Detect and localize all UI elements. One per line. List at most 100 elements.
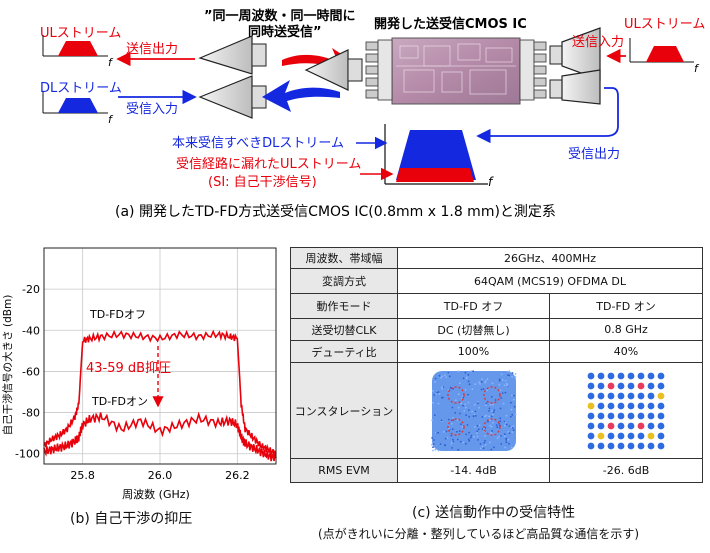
constellation-on-point [637,402,645,409]
constellation-off-point [440,418,442,421]
constellation-off-point [473,382,476,385]
caption-b: (b) 自己干渉の抑圧 [70,511,193,527]
plot-frame [43,247,277,465]
constellation-off-point [466,373,469,376]
constellation-off-point [467,401,469,403]
constellation-off-point [505,423,508,425]
constellation-off-point [492,410,495,413]
constellation-off-point [489,431,492,434]
constellation-on-point [617,432,625,439]
constellation-off-point [469,369,472,372]
constellation-off-point [433,448,436,451]
dl-stream-left-spectrum: f [42,92,114,126]
constellation-on-point [587,422,595,429]
constellation-off-point [506,438,509,441]
constellation-off-point [511,371,513,374]
constellation-on-point [637,382,645,389]
ul-stream-right-spectrum: f [629,38,700,75]
rx-input-label: 受信入力 [126,102,178,117]
series-line-off [43,329,277,456]
dl-expected-label: 本来受信すべきDLストリーム [172,136,344,151]
value-on: -26. 6dB [548,458,704,483]
chip-connectors-right [519,39,547,101]
constellation-off-point [464,433,467,435]
constellation-off-point [505,414,507,417]
constellation-off-point [447,427,450,430]
constellation-off-point [479,442,481,445]
constellation-off-point [488,424,491,426]
constellation-off-point [511,426,514,429]
table-row: コンスタレーション [290,362,704,459]
constellation-off-point [505,382,508,385]
y-tick-label: -20 [22,283,40,296]
constellation-on-point [587,442,595,449]
y-axis-label: 自己干渉信号の大きさ (dBm) [1,295,14,436]
constellation-off-point [464,413,467,416]
table-row: デューティ比 100% 40% [290,340,704,363]
value-on: TD-FD オン [548,293,704,319]
rx-output-label: 受信出力 [568,147,620,162]
row-value: 26GHz、400MHz [396,247,704,269]
constellation-off-point [490,415,493,417]
constellation-on-point [627,422,635,429]
value-off: -14. 4dB [397,458,550,483]
constellation-off-point [496,436,498,439]
constellation-off-point [492,408,495,411]
constellation-off-point [449,434,452,436]
constellation-off-point [464,406,467,408]
table-row: 送受切替CLK DC (切替無し) 0.8 GHz [290,318,704,341]
constellation-off-point [434,377,437,379]
constellation-off-point [451,440,454,442]
ul-leaked-label: 受信経路に漏れたULストリーム [176,156,361,172]
constellation-off-point [472,435,475,438]
constellation-off-point [461,396,464,399]
constellation-on-cell [548,362,704,459]
constellation-off-point [464,371,466,374]
constellation-off-point [462,376,464,379]
constellation-off-point [467,408,470,411]
constellation-off-point [438,392,440,395]
constellation-off-point [461,404,464,406]
constellation-off-point [459,401,462,404]
constellation-off-point [467,438,470,440]
constellation-off-point [444,375,447,378]
constellation-on-point [657,392,665,399]
rx-beam-arrow [262,80,340,112]
constellation-on-point [657,422,665,429]
constellation-on-point [647,382,655,389]
suppression-annotation: 43-59 dB抑圧 [86,361,171,376]
rx-output-arrow [476,87,619,144]
constellation-off-point [467,380,469,382]
constellation-off-point [457,369,459,372]
constellation-on-point [597,372,605,379]
constellation-on-point [617,442,625,449]
constellation-off-point [438,374,440,377]
constellation-off-point [497,422,500,425]
constellation-off-point [508,369,510,372]
constellation-off-point [453,411,456,414]
constellation-on-point [647,412,655,419]
constellation-on-point [617,402,625,409]
series-line-on [43,411,277,462]
constellation-on [587,372,665,449]
constellation-on-point [607,402,615,409]
constellation-off-point [470,410,473,412]
constellation-off-cloud [431,370,516,451]
constellation-off-point [504,378,507,381]
constellation-on-point [617,412,625,419]
constellation-off-point [485,402,487,404]
constellation-off-point [462,441,464,443]
constellation-off-point [498,383,500,386]
tx-input-label: 送信入力 [572,35,624,50]
row-value: 64QAM (MCS19) OFDMA DL [396,268,704,294]
constellation-off-point [474,414,477,417]
constellation-off-point [443,373,446,376]
constellation-off-point [430,443,433,446]
constellation-off-point [477,380,480,383]
constellation-on-point [607,382,615,389]
constellation-off-point [512,394,515,396]
constellation-off-point [445,430,447,432]
svg-text:f: f [694,62,700,75]
constellation-off-point [466,393,469,395]
